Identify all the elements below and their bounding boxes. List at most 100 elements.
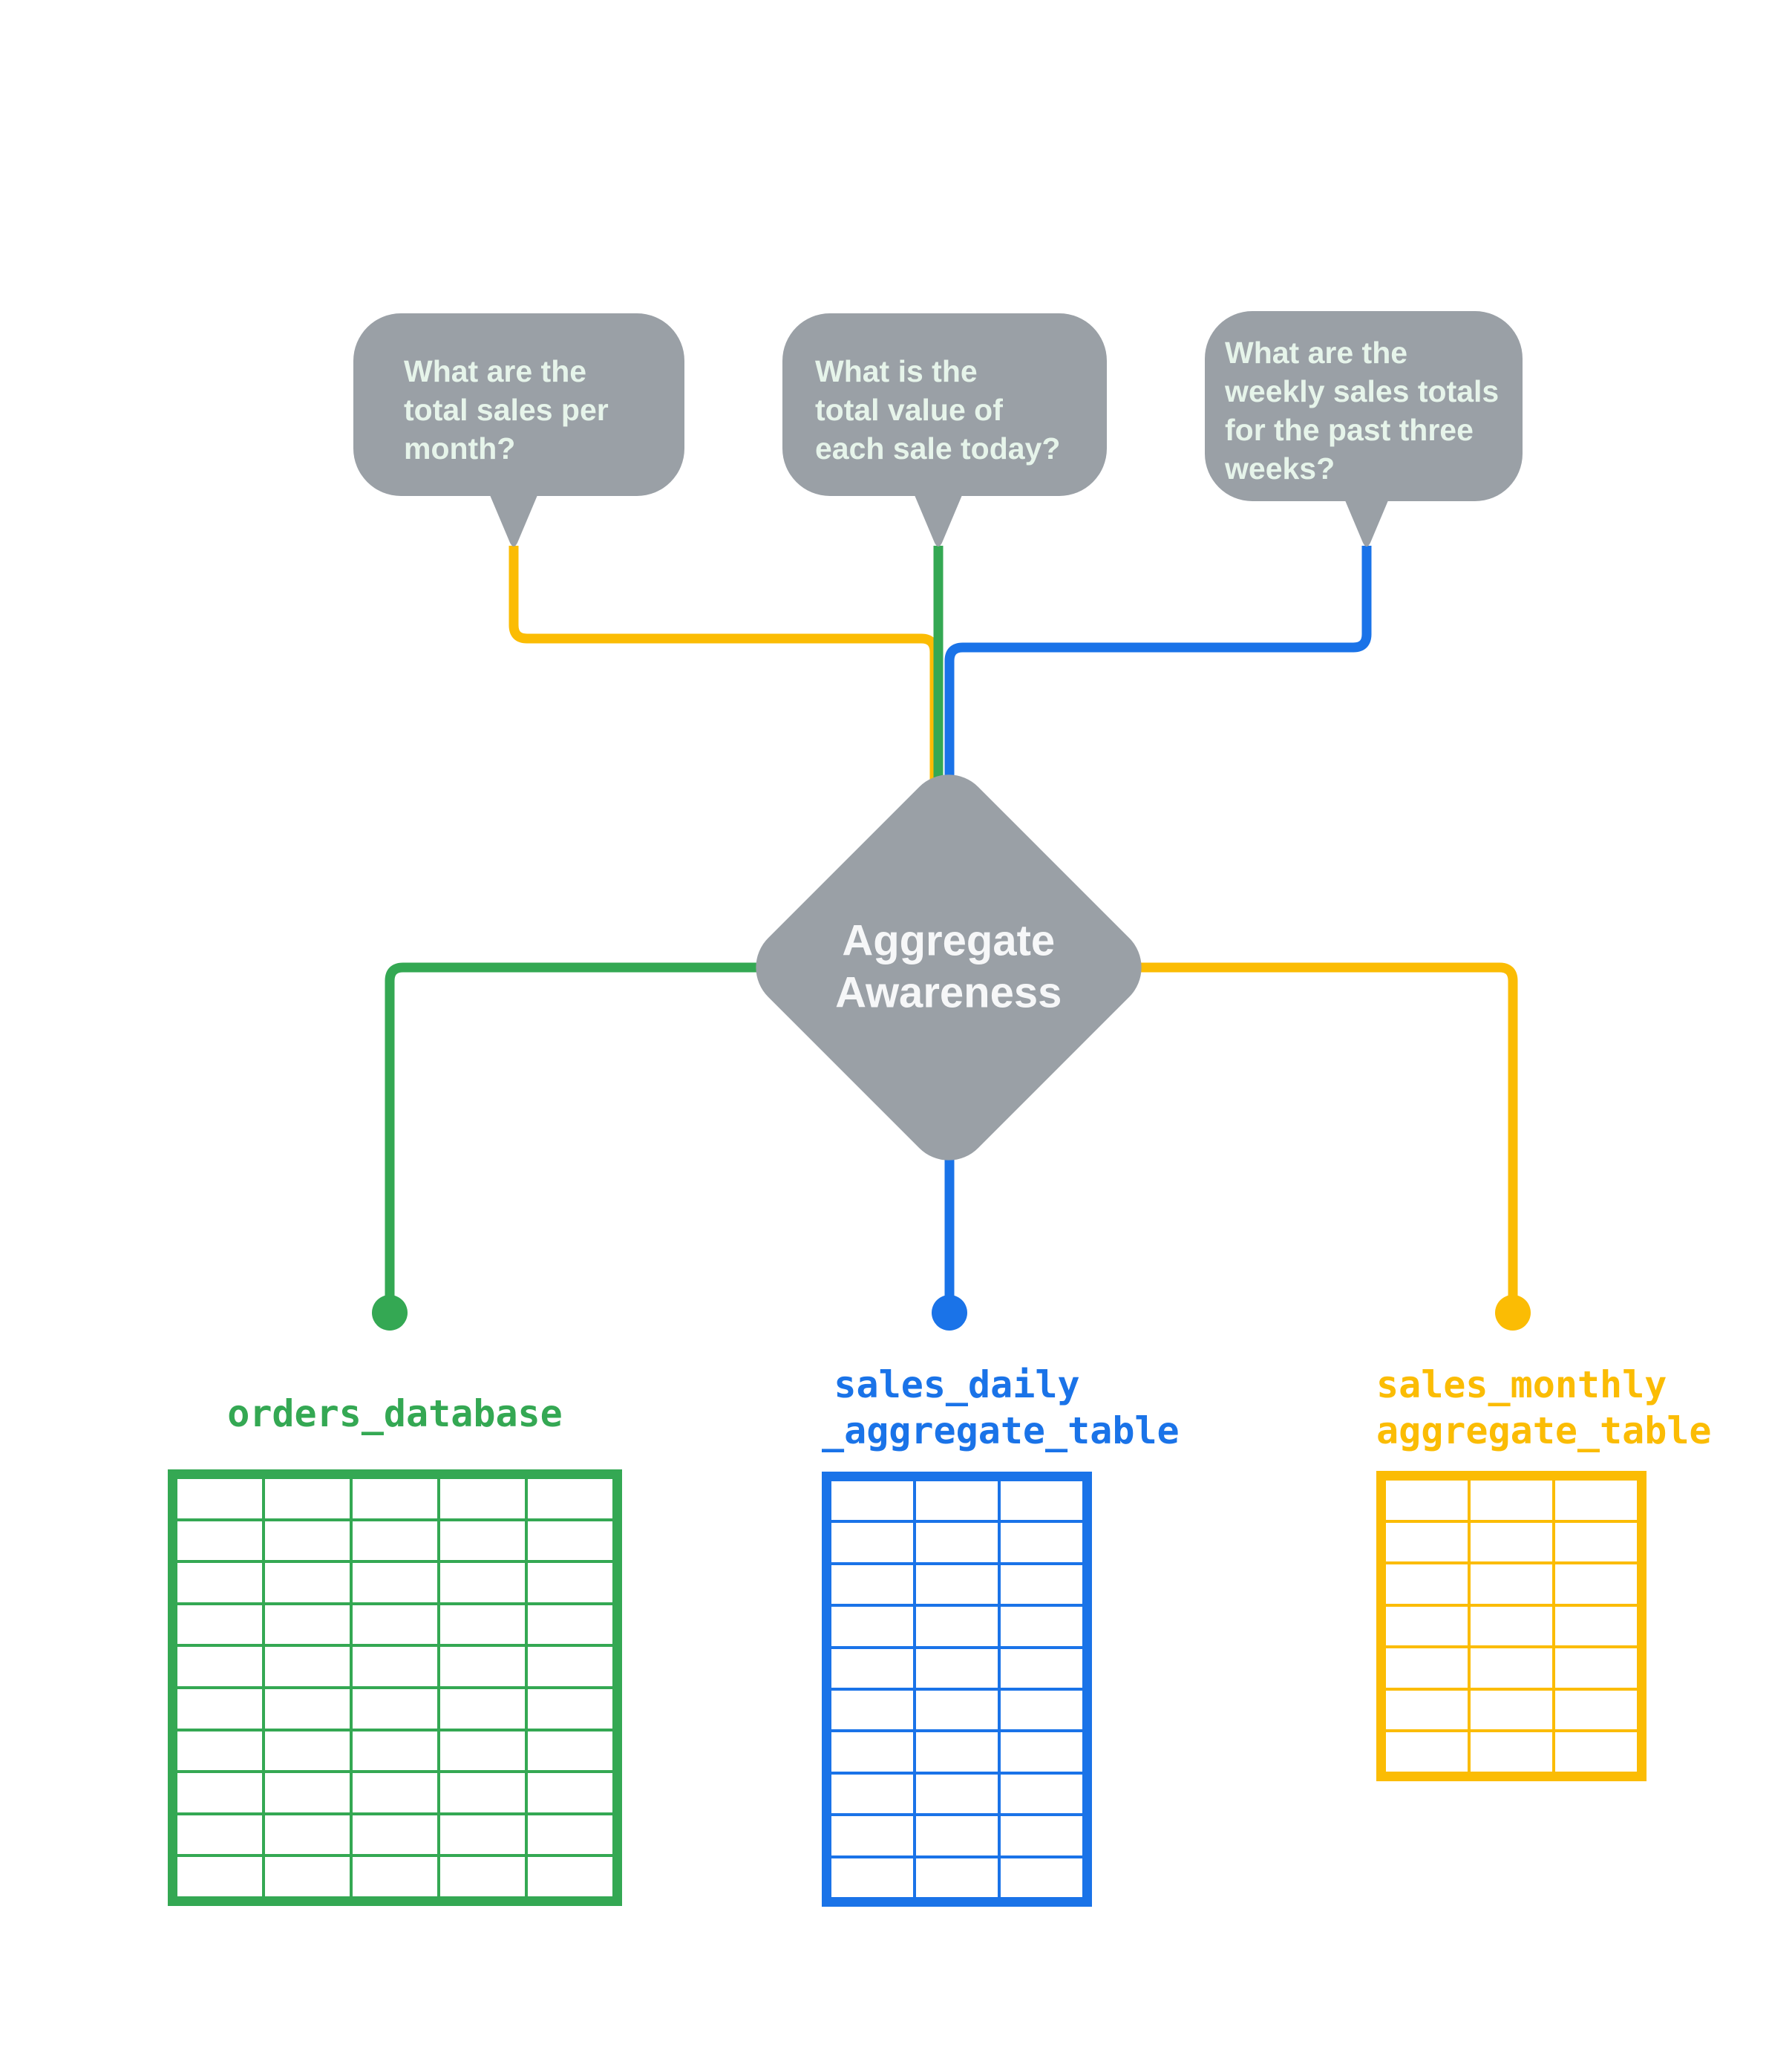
table-cell xyxy=(440,1647,525,1686)
table-cell xyxy=(440,1688,525,1729)
speech-bubble-weekly-totals: What are the weekly sales totals for the… xyxy=(1205,311,1523,501)
table-cell xyxy=(1001,1774,1082,1814)
table-cell xyxy=(353,1857,437,1896)
table-cell xyxy=(1001,1648,1082,1688)
table-cell xyxy=(916,1564,998,1605)
table-cell xyxy=(916,1732,998,1772)
table-cell xyxy=(353,1773,437,1812)
table-cell xyxy=(177,1563,262,1602)
table-cell xyxy=(353,1731,437,1771)
table-cell xyxy=(528,1815,612,1855)
table-cell xyxy=(916,1774,998,1814)
table-cell xyxy=(177,1731,262,1771)
table-cell xyxy=(265,1688,350,1729)
table-cell xyxy=(265,1647,350,1686)
table-cell xyxy=(265,1857,350,1896)
diamond-label: Aggregate Awareness xyxy=(835,917,1062,1017)
table-cell xyxy=(1386,1648,1468,1688)
table-cell xyxy=(831,1564,913,1605)
table-cell xyxy=(528,1605,612,1645)
table-cell xyxy=(528,1731,612,1771)
table-cell xyxy=(1471,1606,1552,1646)
table-cell xyxy=(265,1815,350,1855)
table-cell xyxy=(265,1521,350,1561)
table-cell xyxy=(265,1605,350,1645)
sales-daily-aggregate-table-grid xyxy=(822,1472,1092,1907)
table-cell xyxy=(831,1816,913,1855)
table-cell xyxy=(528,1647,612,1686)
table-cell xyxy=(1001,1564,1082,1605)
table-cell xyxy=(831,1691,913,1730)
table-cell xyxy=(1386,1690,1468,1730)
table-cell xyxy=(440,1815,525,1855)
table-cell xyxy=(1471,1648,1552,1688)
table-cell xyxy=(353,1605,437,1645)
table-cell xyxy=(1386,1564,1468,1604)
speech-bubble-monthly-sales: What are the total sales per month? xyxy=(353,313,684,496)
table-cell xyxy=(528,1688,612,1729)
bubble-tail-monthly xyxy=(484,481,543,546)
connector-diamond-to-sales-monthly-table xyxy=(949,962,1518,1301)
table-cell xyxy=(1001,1858,1082,1897)
table-cell xyxy=(916,1858,998,1897)
table-cell xyxy=(1386,1522,1468,1562)
table-cell xyxy=(1555,1648,1637,1688)
table-cell xyxy=(916,1691,998,1730)
table-cell xyxy=(440,1731,525,1771)
table-cell xyxy=(1001,1523,1082,1562)
table-cell xyxy=(440,1773,525,1812)
table-cell xyxy=(440,1563,525,1602)
table-cell xyxy=(831,1774,913,1814)
speech-bubble-daily-sale-value: What is the total value of each sale tod… xyxy=(782,313,1107,496)
table-cell xyxy=(916,1607,998,1646)
sales-monthly-aggregate-table-grid xyxy=(1376,1471,1647,1781)
sales-daily-aggregate-table-label: sales_daily _aggregate_table xyxy=(822,1363,1180,1452)
connector-monthly-question-to-diamond xyxy=(509,546,940,802)
table-cell xyxy=(1001,1732,1082,1772)
table-cell xyxy=(440,1479,525,1518)
table-cell xyxy=(831,1732,913,1772)
table-cell xyxy=(1555,1732,1637,1772)
table-cell xyxy=(353,1815,437,1855)
table-cell xyxy=(528,1773,612,1812)
table-cell xyxy=(1001,1816,1082,1855)
table-cell xyxy=(1471,1481,1552,1520)
endpoint-dot-sales-daily xyxy=(932,1295,967,1331)
table-cell xyxy=(1001,1481,1082,1521)
table-cell xyxy=(1555,1481,1637,1520)
table-cell xyxy=(265,1773,350,1812)
table-cell xyxy=(528,1479,612,1518)
table-cell xyxy=(1471,1522,1552,1562)
table-cell xyxy=(1001,1691,1082,1730)
table-cell xyxy=(831,1648,913,1688)
table-cell xyxy=(265,1479,350,1518)
table-cell xyxy=(528,1857,612,1896)
table-cell xyxy=(1386,1606,1468,1646)
bubble-tail-daily xyxy=(909,481,968,546)
table-cell xyxy=(1001,1607,1082,1646)
table-cell xyxy=(831,1481,913,1521)
table-cell xyxy=(1386,1481,1468,1520)
table-cell xyxy=(916,1648,998,1688)
table-cell xyxy=(831,1858,913,1897)
endpoint-dot-orders-database xyxy=(372,1295,408,1331)
table-cell xyxy=(440,1605,525,1645)
table-cell xyxy=(265,1731,350,1771)
connector-weekly-question-to-diamond xyxy=(944,546,1372,802)
table-cell xyxy=(1555,1522,1637,1562)
table-cell xyxy=(177,1521,262,1561)
table-cell xyxy=(177,1815,262,1855)
table-cell xyxy=(831,1607,913,1646)
table-cell xyxy=(440,1857,525,1896)
table-cell xyxy=(177,1773,262,1812)
endpoint-dot-sales-monthly xyxy=(1495,1295,1531,1331)
orders-database-grid xyxy=(168,1469,622,1906)
table-cell xyxy=(1555,1606,1637,1646)
table-cell xyxy=(177,1857,262,1896)
table-cell xyxy=(831,1523,913,1562)
table-cell xyxy=(916,1523,998,1562)
table-cell xyxy=(1555,1564,1637,1604)
table-cell xyxy=(177,1688,262,1729)
table-cell xyxy=(1471,1690,1552,1730)
